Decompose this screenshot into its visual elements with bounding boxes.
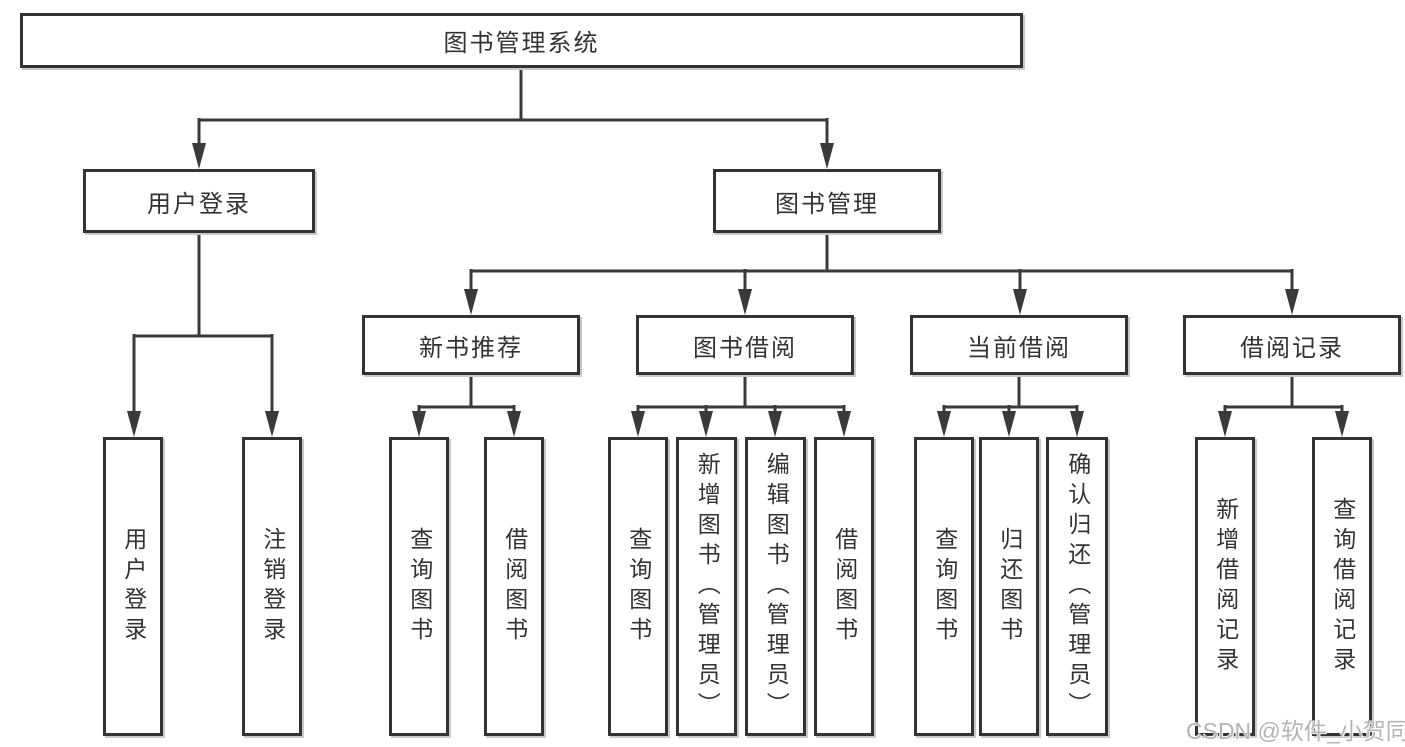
watermark: CSDN @软件_小贺同学: [1186, 718, 1405, 744]
node-label: 借阅记录: [1240, 334, 1344, 362]
node-label: 用户登录: [147, 190, 251, 218]
node-label: 查询借阅记录: [1329, 496, 1356, 677]
node-label: 查询图书: [406, 526, 433, 647]
node-label: 用户登录: [120, 526, 147, 647]
node-label: 查询图书: [931, 526, 958, 647]
node-label: 新增图书（管理员）: [694, 451, 721, 722]
node-label: 注销登录: [259, 526, 286, 647]
node-label: 借阅图书: [501, 526, 528, 647]
node-label: 图书管理: [775, 190, 879, 218]
node-label: 查询图书: [625, 526, 652, 647]
leaf-confirm-return-admin: 确认归还（管理员）: [1046, 437, 1108, 736]
leaf-query-book-current: 查询图书: [914, 437, 974, 736]
node-root: 图书管理系统: [20, 13, 1023, 68]
node-borrow-records: 借阅记录: [1183, 315, 1401, 375]
leaf-return-book: 归还图书: [979, 437, 1039, 736]
node-book-management: 图书管理: [713, 169, 941, 233]
node-label: 编辑图书（管理员）: [763, 451, 790, 722]
leaf-user-login: 用户登录: [103, 437, 163, 736]
leaf-query-borrow-record: 查询借阅记录: [1312, 437, 1372, 736]
leaf-borrow-book-recommend: 借阅图书: [484, 437, 544, 736]
leaf-query-book-borrow: 查询图书: [608, 437, 668, 736]
leaf-edit-book-admin: 编辑图书（管理员）: [745, 437, 806, 736]
node-new-book-recommend: 新书推荐: [362, 315, 580, 375]
leaf-add-borrow-record: 新增借阅记录: [1195, 437, 1255, 736]
node-label: 新增借阅记录: [1212, 496, 1239, 677]
leaf-borrow-book: 借阅图书: [814, 437, 874, 736]
node-label: 图书借阅: [693, 334, 797, 362]
node-label: 当前借阅: [967, 334, 1071, 362]
leaf-logout: 注销登录: [242, 437, 302, 736]
node-label: 新书推荐: [419, 334, 523, 362]
node-user-login: 用户登录: [83, 169, 315, 233]
arrowheads: [127, 143, 1349, 437]
leaf-add-book-admin: 新增图书（管理员）: [676, 437, 737, 736]
node-book-borrow: 图书借阅: [636, 315, 854, 375]
node-label: 归还图书: [996, 526, 1023, 647]
node-label: 借阅图书: [831, 526, 858, 647]
node-current-borrow: 当前借阅: [910, 315, 1128, 375]
node-label: 图书管理系统: [443, 30, 600, 57]
leaf-query-book-recommend: 查询图书: [389, 437, 449, 736]
node-label: 确认归还（管理员）: [1064, 451, 1091, 722]
